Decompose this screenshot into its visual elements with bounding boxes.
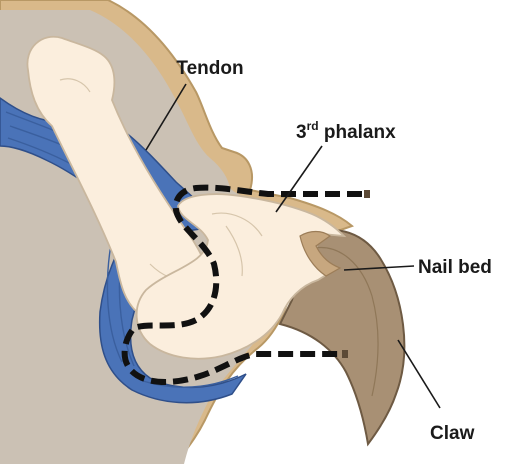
claw-leader bbox=[398, 340, 440, 408]
third-phalanx-ordinal: rd bbox=[307, 119, 319, 133]
claw-label: Claw bbox=[430, 423, 475, 444]
dash-end-marker-bottom bbox=[342, 350, 348, 358]
tendon-label: Tendon bbox=[176, 58, 243, 79]
third-phalanx-number: 3 bbox=[296, 122, 307, 143]
third-phalanx-word: phalanx bbox=[319, 122, 397, 143]
nail-bed-label: Nail bed bbox=[418, 257, 492, 278]
third-phalanx-label: 3rd phalanx bbox=[296, 119, 396, 143]
dash-end-marker-top bbox=[364, 190, 370, 198]
